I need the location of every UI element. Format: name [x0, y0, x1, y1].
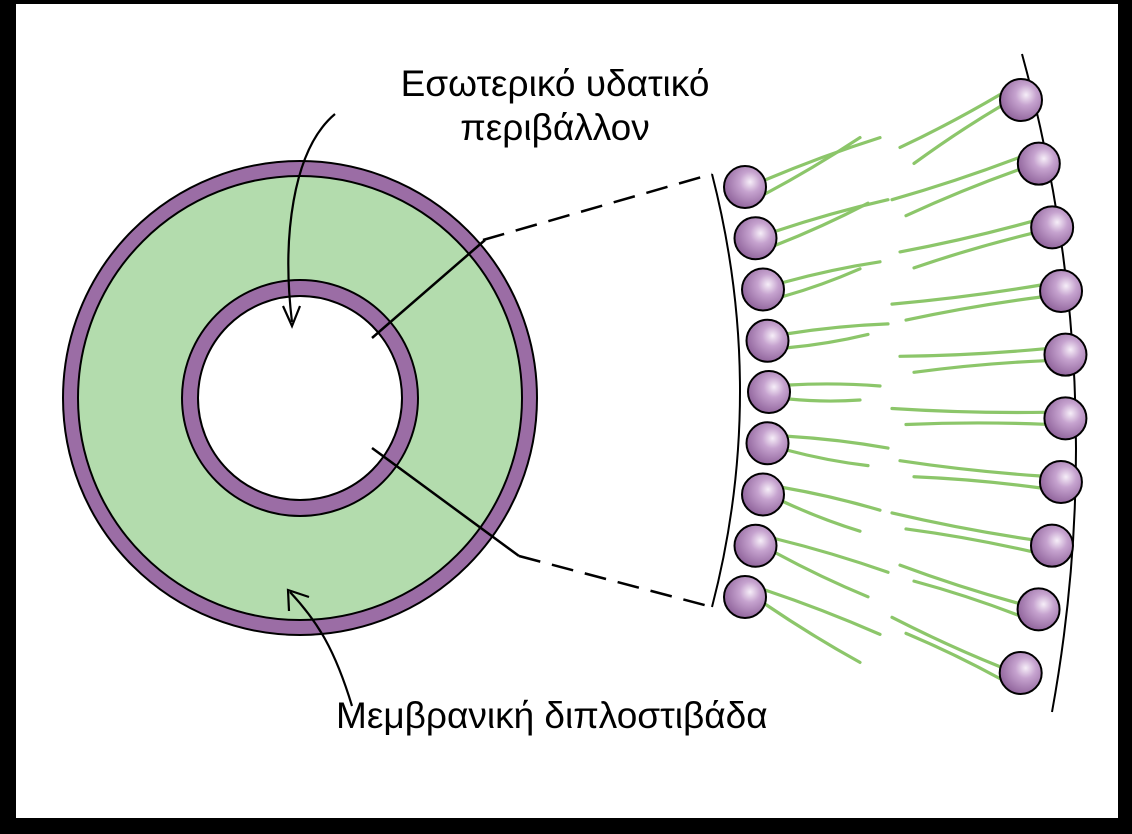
bilayer-arrow: [289, 591, 354, 707]
inner-lipid-head: [747, 370, 791, 414]
inner-lipid-tail: [781, 499, 862, 533]
inner-lipid-tail: [785, 448, 870, 468]
inner-lipid-tail: [763, 588, 882, 636]
lipid-tails-group: [763, 92, 1048, 681]
inner-lipid-tail: [763, 136, 862, 196]
interior-label-line2: περιβάλλον: [460, 107, 650, 148]
inner-lipid-tail: [773, 198, 890, 233]
inner-aqueous-core: [197, 295, 403, 501]
outer-lipid-tail: [890, 406, 1048, 415]
inner-lipid-tail: [773, 537, 890, 574]
outer-lipid-tail: [890, 283, 1043, 306]
outer-lipid-head: [1016, 587, 1061, 632]
outer-lipid-tail: [898, 563, 1021, 605]
inner-lipid-head: [741, 267, 785, 312]
outer-lipid-tail: [912, 104, 1003, 166]
inner-lipid-head: [733, 216, 778, 261]
inner-lipid-tail: [781, 260, 882, 285]
zoom-dashed-line-bottom: [518, 554, 713, 609]
inner-lipid-tail: [785, 434, 890, 450]
outer-lipid-tail: [904, 527, 1034, 554]
inner-lipid-tail: [781, 267, 862, 299]
outer-lipid-head: [999, 78, 1043, 122]
inner-lipid-head: [723, 165, 767, 209]
inner-lipid-tail: [781, 485, 882, 512]
inner-lipid-tail: [785, 332, 870, 350]
outer-lipid-tail: [904, 295, 1043, 322]
lipid-heads-group: [723, 78, 1088, 695]
zoom-dashed-line-top: [482, 172, 713, 242]
zoom-line-top-inner: [371, 239, 486, 339]
inner-lipid-tail: [785, 322, 890, 336]
outer-lipid-head: [1039, 269, 1084, 313]
inner-lipid-head: [733, 523, 778, 568]
zoom-line-bottom-inner: [371, 446, 520, 558]
outer-lipid-head: [1043, 332, 1088, 377]
bilayer-inner-boundary: [711, 173, 741, 608]
outer-lipid-tail: [912, 579, 1021, 617]
inner-lipid-tail: [787, 397, 862, 403]
outer-lipid-head: [1030, 205, 1075, 250]
outer-lipid-tail: [890, 615, 1003, 669]
outer-lipid-head: [1043, 396, 1088, 441]
outer-lipid-head: [1029, 523, 1074, 568]
inner-lipid-tail: [763, 602, 862, 664]
interior-label-line1: Εσωτερικό υδατικό: [400, 63, 710, 104]
outer-lipid-tail: [898, 92, 1003, 150]
inner-lipid-head: [745, 421, 790, 466]
inner-lipid-head: [741, 472, 785, 517]
outer-lipid-tail: [890, 156, 1021, 202]
interior-aqueous-label: Εσωτερικό υδατικό περιβάλλον: [335, 62, 775, 150]
outer-lipid-tail: [904, 631, 1003, 681]
outer-lipid-tail: [912, 359, 1048, 374]
interior-arrowhead: [281, 305, 302, 329]
outer-lipid-tail: [898, 459, 1043, 478]
outer-lipid-head: [1038, 460, 1083, 504]
inner-lipid-tail: [773, 201, 870, 247]
inner-lipid-tail: [787, 382, 882, 388]
outer-lipid-tail: [898, 219, 1034, 254]
bilayer-label: Μεμβρανική διπλοστιβάδα: [336, 695, 768, 736]
outer-lipid-head: [1016, 141, 1061, 186]
outer-lipid-tail: [898, 347, 1048, 358]
inner-lipid-head: [745, 318, 790, 363]
bilayer-arrowhead: [286, 588, 310, 612]
outer-lipid-tail: [912, 475, 1043, 490]
inner-lipid-tail: [763, 136, 882, 182]
inner-lipid-head: [723, 575, 767, 619]
outer-lipid-tail: [904, 421, 1048, 427]
outer-lipid-tail: [904, 168, 1021, 218]
outer-lipid-tail: [890, 511, 1034, 542]
outer-lipid-tail: [912, 231, 1034, 270]
interior-arrow: [287, 113, 336, 323]
outer-lipid-head: [998, 651, 1043, 695]
inner-lipid-tail: [773, 551, 870, 599]
